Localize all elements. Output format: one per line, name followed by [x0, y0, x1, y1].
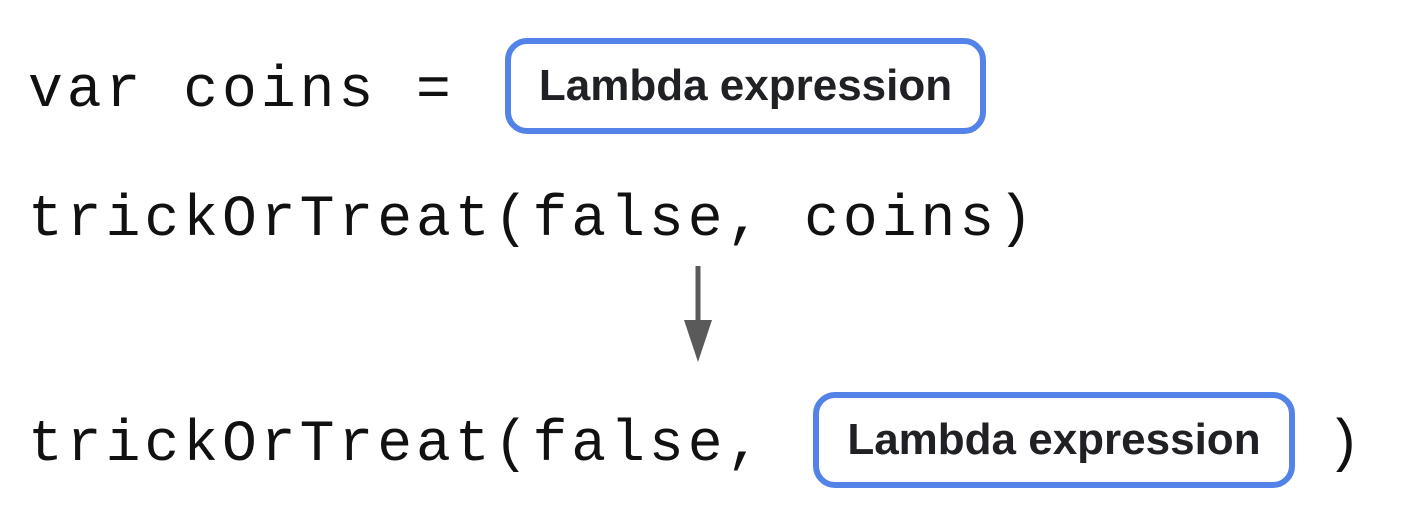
code-closing-paren: )	[1326, 413, 1366, 478]
lambda-expression-chip-assignment: Lambda expression	[504, 38, 987, 134]
function-call-inline-lambda-line: trickOrTreat(false, Lambda expression )	[28, 392, 1365, 488]
code-trickortreat-call-coins: trickOrTreat(false, coins)	[28, 188, 1037, 253]
assignment-line: var coins = Lambda expression	[28, 38, 987, 134]
code-trickortreat-call-open: trickOrTreat(false,	[28, 413, 766, 478]
function-call-with-variable-line: trickOrTreat(false, coins)	[28, 186, 1037, 250]
down-arrow-icon	[684, 266, 712, 362]
lambda-expression-label: Lambda expression	[847, 415, 1261, 464]
lambda-expression-label: Lambda expression	[538, 61, 953, 110]
lambda-expression-chip-argument: Lambda expression	[813, 392, 1295, 488]
code-var-coins-assignment: var coins =	[28, 59, 455, 124]
